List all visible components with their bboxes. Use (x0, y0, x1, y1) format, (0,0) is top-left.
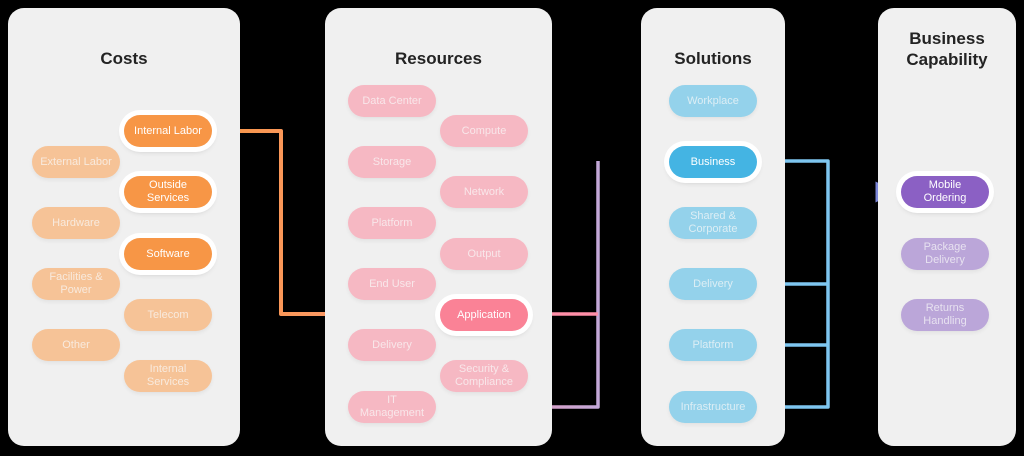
pill-telecom[interactable]: Telecom (124, 299, 212, 331)
pill-package-delivery[interactable]: Package Delivery (901, 238, 989, 270)
pill-returns-handling[interactable]: Returns Handling (901, 299, 989, 331)
pill-external-labor[interactable]: External Labor (32, 146, 120, 178)
pill-network[interactable]: Network (440, 176, 528, 208)
pill-hardware[interactable]: Hardware (32, 207, 120, 239)
pill-outside-services[interactable]: Outside Services (124, 176, 212, 208)
pill-shared-corporate[interactable]: Shared & Corporate (669, 207, 757, 239)
pill-platform[interactable]: Platform (669, 329, 757, 361)
pill-storage[interactable]: Storage (348, 146, 436, 178)
pill-application[interactable]: Application (440, 299, 528, 331)
pill-output[interactable]: Output (440, 238, 528, 270)
pill-infrastructure[interactable]: Infrastructure (669, 391, 757, 423)
pill-data-center[interactable]: Data Center (348, 85, 436, 117)
card-business-capability: Business Capability (878, 8, 1016, 446)
pill-it-management[interactable]: IT Management (348, 391, 436, 423)
pill-other[interactable]: Other (32, 329, 120, 361)
pill-internal-labor[interactable]: Internal Labor (124, 115, 212, 147)
pill-platform[interactable]: Platform (348, 207, 436, 239)
pill-security-compliance[interactable]: Security & Compliance (440, 360, 528, 392)
pill-software[interactable]: Software (124, 238, 212, 270)
pill-business[interactable]: Business (669, 146, 757, 178)
card-title-costs: Costs (100, 49, 148, 68)
pill-delivery[interactable]: Delivery (669, 268, 757, 300)
pill-workplace[interactable]: Workplace (669, 85, 757, 117)
pill-internal-services[interactable]: Internal Services (124, 360, 212, 392)
card-title-solutions: Solutions (674, 49, 752, 68)
pill-compute[interactable]: Compute (440, 115, 528, 147)
pill-facilities-power[interactable]: Facilities & Power (32, 268, 120, 300)
card-title-resources: Resources (395, 49, 482, 68)
pill-mobile-ordering[interactable]: Mobile Ordering (901, 176, 989, 208)
pill-delivery[interactable]: Delivery (348, 329, 436, 361)
card-title-business-capability: Business Capability (906, 29, 988, 69)
pill-end-user[interactable]: End User (348, 268, 436, 300)
